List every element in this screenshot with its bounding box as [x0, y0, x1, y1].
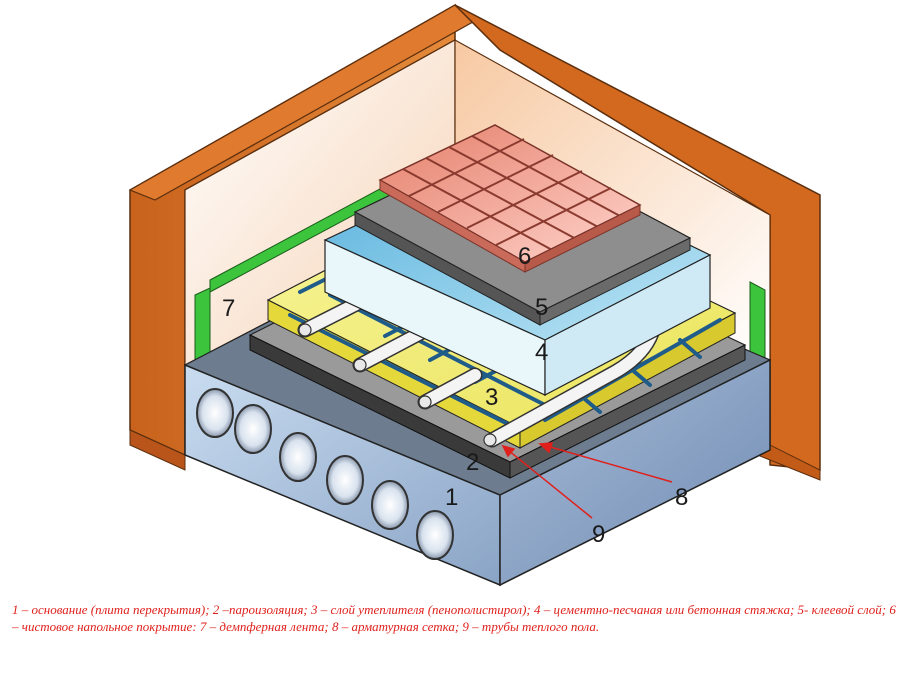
label-8: 8 — [675, 484, 688, 511]
pipe-end — [418, 395, 432, 409]
floor-layers-diagram: 1 2 3 4 5 6 7 8 9 — [128, 3, 821, 587]
tile-joint — [448, 146, 601, 229]
left-wall-end-face — [129, 429, 186, 471]
tile-joint — [471, 135, 621, 217]
right-wall-brick — [454, 4, 821, 471]
mesh-bar — [328, 293, 547, 407]
label-1: 1 — [445, 484, 458, 511]
damper-tape-right — [749, 281, 766, 361]
arrow-9-head — [501, 444, 516, 458]
label-3: 3 — [485, 384, 498, 411]
pipe-end — [353, 358, 367, 372]
pipe-end — [298, 323, 312, 337]
callout-arrows — [501, 442, 673, 519]
label-4: 4 — [535, 339, 548, 366]
adhesive-right — [539, 237, 691, 326]
slab-hollow-cores — [196, 388, 454, 560]
slab-hole — [371, 480, 409, 530]
slab-hole — [234, 404, 272, 454]
label-7: 7 — [222, 295, 235, 322]
label-2: 2 — [466, 449, 479, 476]
tile-joint — [466, 170, 583, 229]
tile-joint — [408, 138, 525, 197]
tile-joint — [425, 157, 579, 241]
label-9: 9 — [592, 521, 605, 548]
label-5: 5 — [535, 294, 548, 321]
vapor-barrier-right — [509, 344, 746, 479]
heating-pipe — [419, 369, 481, 408]
tile-covering — [378, 124, 642, 273]
tile-grid-lines — [402, 135, 621, 252]
legend-caption: 1 – основание (плита перекрытия); 2 –пар… — [12, 602, 896, 634]
slab-right-face — [499, 358, 771, 587]
mesh-bar — [628, 366, 652, 387]
arrow-9 — [502, 445, 593, 519]
pipe-end — [483, 433, 497, 447]
layer-labels: 1 2 3 4 5 6 7 8 9 — [222, 243, 688, 548]
tile-right-edge — [524, 204, 641, 273]
slab-hole — [326, 455, 364, 505]
slab-hole — [196, 388, 234, 438]
arrow-8-head — [538, 442, 554, 454]
tile-joint — [402, 168, 555, 252]
mesh-bar — [678, 338, 702, 359]
tile-joint — [495, 187, 612, 246]
mesh-bar — [288, 313, 512, 427]
arrow-8 — [539, 443, 673, 483]
slab-hole — [416, 510, 454, 560]
tile-joint — [437, 154, 554, 213]
slab-hole — [279, 432, 317, 482]
screed-right — [544, 254, 711, 396]
label-6: 6 — [518, 243, 531, 270]
